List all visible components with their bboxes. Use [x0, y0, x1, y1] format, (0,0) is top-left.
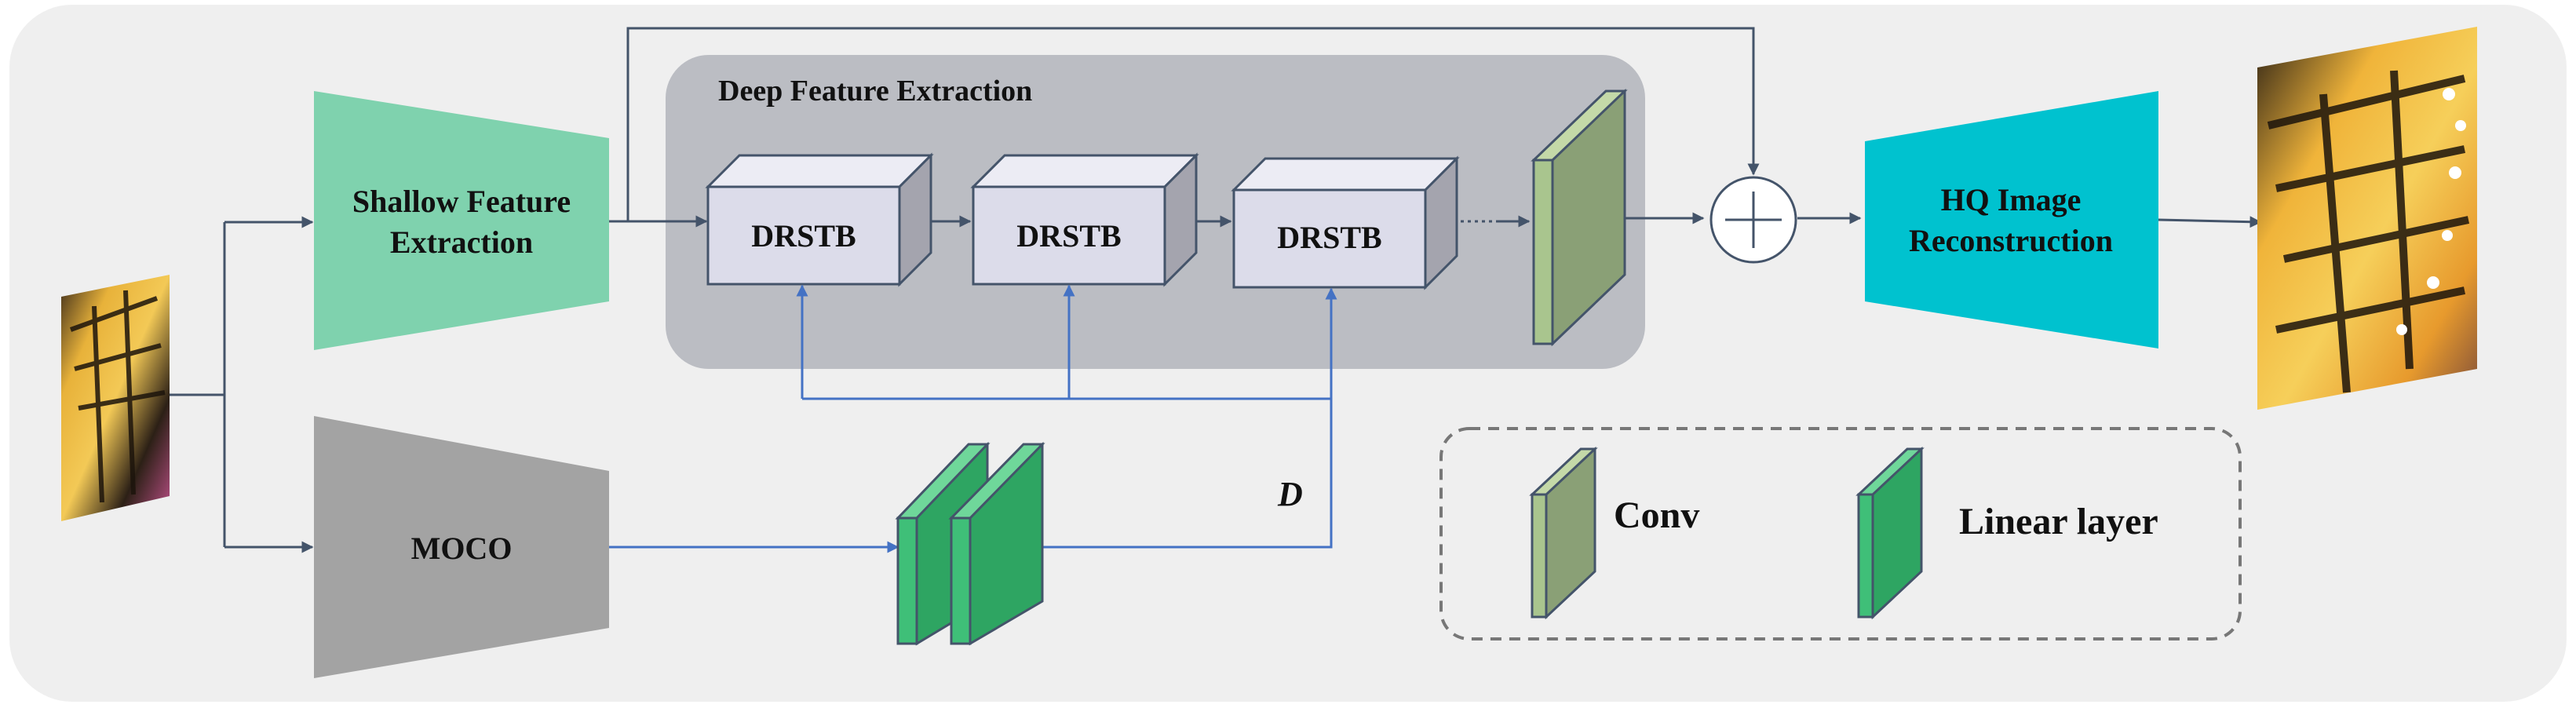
shallow-feature-label-line1: Shallow Feature: [352, 184, 571, 219]
drstb-block-3: DRSTB: [1231, 155, 1460, 290]
moco-block: [314, 416, 609, 678]
input-image: [61, 275, 170, 521]
legend: Conv Linear layer: [1439, 427, 2242, 640]
drstb-1-label: DRSTB: [751, 218, 856, 254]
output-image: [2257, 27, 2477, 410]
conv-layer-block: [1531, 88, 1628, 347]
deep-feature-title: Deep Feature Extraction: [718, 75, 1032, 108]
drstb-block-1: DRSTB: [705, 152, 934, 287]
drstb-block-2: DRSTB: [970, 152, 1199, 287]
hq-reconstruction-block: [1865, 91, 2158, 349]
skip-connection: [626, 27, 1760, 221]
hq-label-line1: HQ Image: [1941, 182, 2082, 217]
legend-conv-swatch: [1529, 447, 1598, 620]
legend-linear-label: Linear layer: [1959, 501, 2158, 542]
drstb-3-label: DRSTB: [1277, 220, 1381, 255]
degradation-label: D: [1277, 475, 1303, 513]
legend-conv-label: Conv: [1614, 495, 1699, 536]
input-connectors: [170, 216, 314, 553]
hq-label-line2: Reconstruction: [1909, 223, 2113, 258]
drstb-2-label: DRSTB: [1016, 218, 1121, 254]
addition-node: [1709, 176, 1797, 264]
shallow-feature-label-line2: Extraction: [390, 224, 533, 260]
degradation-feedback-lines: [609, 284, 1337, 553]
linear-layer-block-2: [948, 441, 1045, 646]
shallow-feature-extraction-block: [314, 91, 609, 350]
moco-label: MOCO: [411, 531, 513, 566]
legend-linear-swatch: [1855, 447, 1925, 620]
